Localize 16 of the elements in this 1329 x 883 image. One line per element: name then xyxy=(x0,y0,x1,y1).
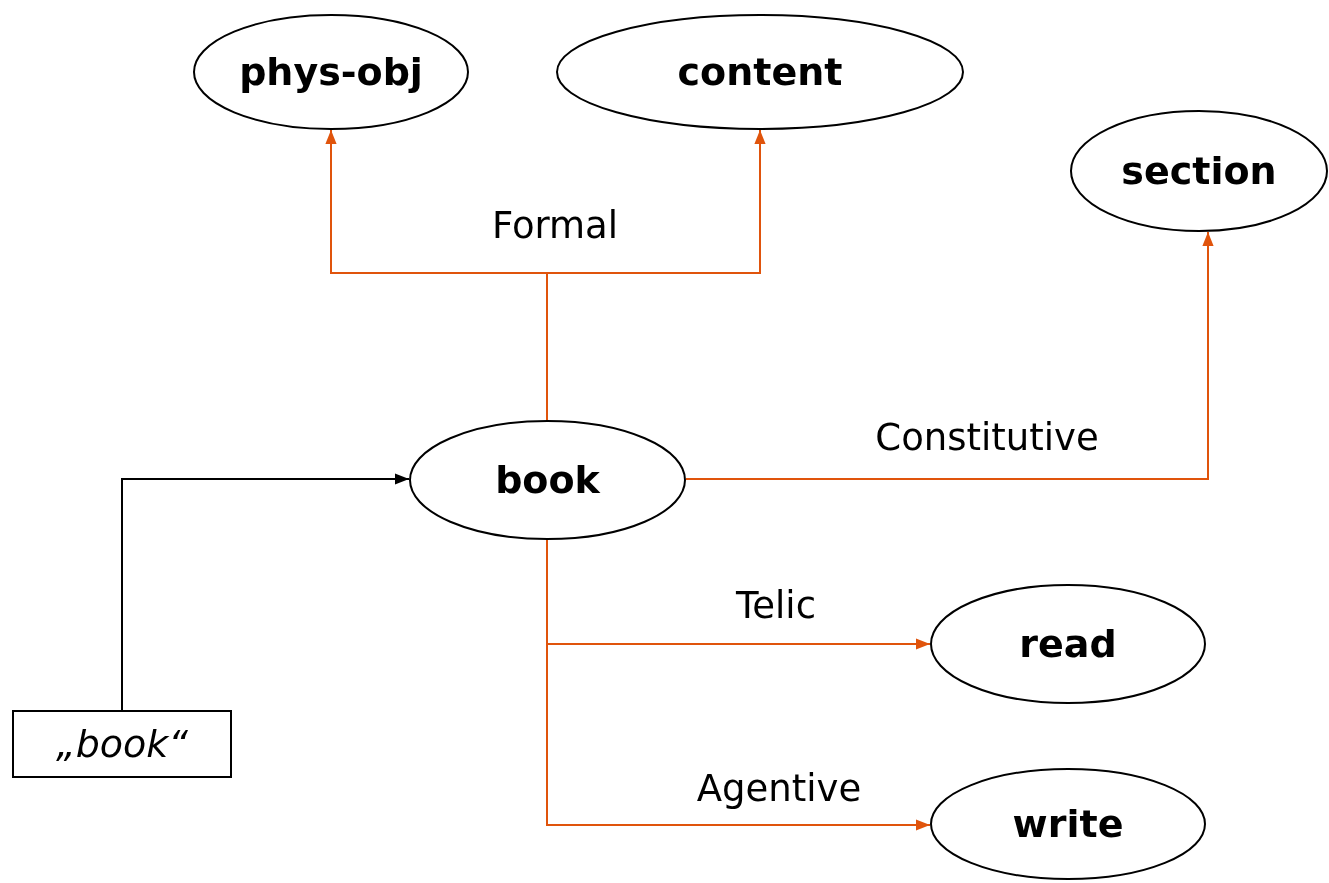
node-label: section xyxy=(1121,149,1277,193)
node-label: phys-obj xyxy=(239,50,423,94)
concept-ellipse xyxy=(930,768,1206,880)
node-label: content xyxy=(677,50,843,94)
connector-arrow xyxy=(121,473,410,711)
concept-ellipse xyxy=(409,420,686,540)
node-label: book xyxy=(495,458,600,502)
concept-ellipse xyxy=(930,584,1206,704)
connector-arrow xyxy=(685,231,1214,480)
concept-ellipse xyxy=(1070,110,1328,232)
concept-ellipse xyxy=(556,14,964,130)
concept-ellipse xyxy=(193,14,469,130)
node-label: „book“ xyxy=(56,722,188,766)
node-label: write xyxy=(1012,802,1124,846)
term-box xyxy=(12,710,232,778)
node-label: read xyxy=(1019,622,1117,666)
